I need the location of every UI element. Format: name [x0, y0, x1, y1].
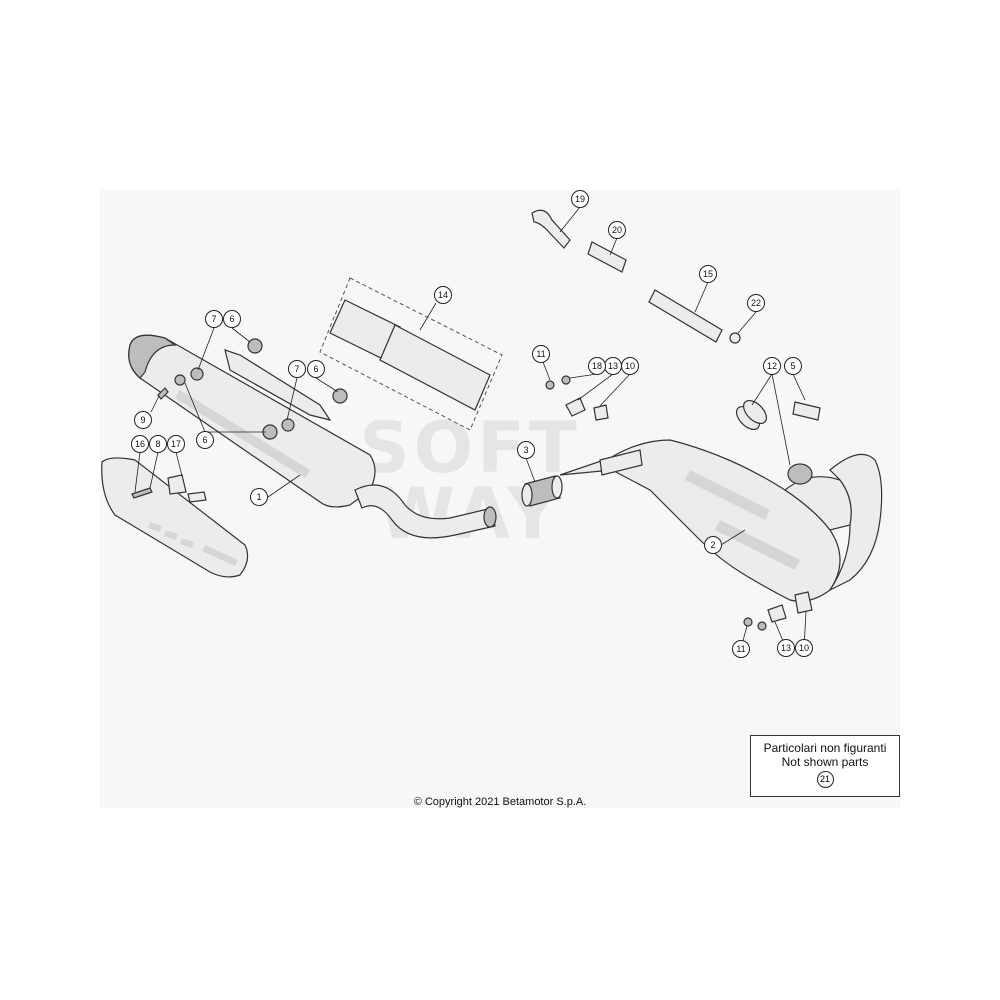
callout-7a: 7 — [205, 310, 223, 328]
svg-text:1: 1 — [256, 492, 261, 502]
callout-9: 9 — [134, 411, 152, 429]
callout-6b: 6 — [307, 360, 325, 378]
callout-13b: 13 — [777, 639, 795, 657]
callout-1: 1 — [250, 488, 268, 506]
svg-text:5: 5 — [790, 361, 795, 371]
o-rings-and-spring — [735, 399, 821, 431]
callout-10a: 10 — [621, 357, 639, 375]
svg-text:8: 8 — [155, 439, 160, 449]
silencer — [128, 334, 376, 508]
legend-callout-number: 21 — [816, 771, 834, 788]
legend-line-english: Not shown parts — [781, 755, 869, 769]
svg-text:15: 15 — [703, 269, 713, 279]
mount-hardware — [131, 338, 787, 631]
callout-7b: 7 — [288, 360, 306, 378]
heat-shield — [101, 457, 249, 578]
copyright-notice: © Copyright 2021 Betamotor S.p.A. — [413, 796, 587, 808]
svg-text:19: 19 — [575, 194, 585, 204]
svg-text:6: 6 — [229, 314, 234, 324]
svg-text:3: 3 — [523, 445, 528, 455]
svg-text:13: 13 — [608, 361, 618, 371]
svg-text:14: 14 — [438, 290, 448, 300]
callout-11a: 11 — [532, 345, 550, 363]
callout-6a: 6 — [223, 310, 241, 328]
svg-text:10: 10 — [625, 361, 635, 371]
callout-2: 2 — [704, 536, 722, 554]
svg-text:6: 6 — [202, 435, 207, 445]
svg-text:7: 7 — [211, 314, 216, 324]
svg-text:18: 18 — [592, 361, 602, 371]
callout-3: 3 — [517, 441, 535, 459]
callout-6c: 6 — [196, 431, 214, 449]
callout-10b: 10 — [795, 639, 813, 657]
svg-text:20: 20 — [612, 225, 622, 235]
svg-text:17: 17 — [171, 439, 181, 449]
callout-19: 19 — [571, 190, 589, 208]
callout-11b: 11 — [732, 640, 750, 658]
callout-22: 22 — [747, 294, 765, 312]
callout-8: 8 — [149, 435, 167, 453]
callout-15: 15 — [699, 265, 717, 283]
svg-text:10: 10 — [799, 643, 809, 653]
callout-20: 20 — [608, 221, 626, 239]
callout-16: 16 — [131, 435, 149, 453]
svg-text:7: 7 — [294, 364, 299, 374]
callout-13a: 13 — [604, 357, 622, 375]
callout-12: 12 — [763, 357, 781, 375]
leader-lines — [134, 206, 807, 649]
expansion-chamber — [559, 439, 883, 614]
breather-parts — [531, 209, 741, 344]
svg-text:16: 16 — [135, 439, 145, 449]
not-shown-parts-legend: Particolari non figuranti Not shown part… — [750, 735, 900, 797]
svg-text:2: 2 — [710, 540, 715, 550]
svg-text:13: 13 — [781, 643, 791, 653]
svg-text:22: 22 — [751, 298, 761, 308]
mid-pipe — [354, 484, 497, 539]
silencer-packing — [319, 277, 503, 431]
callout-18: 18 — [588, 357, 606, 375]
coupler — [521, 475, 563, 507]
legend-line-italian: Particolari non figuranti — [763, 741, 887, 755]
svg-text:11: 11 — [736, 644, 745, 654]
svg-text:9: 9 — [140, 415, 145, 425]
svg-text:11: 11 — [536, 349, 545, 359]
callout-5: 5 — [784, 357, 802, 375]
svg-text:12: 12 — [767, 361, 777, 371]
callout-14: 14 — [434, 286, 452, 304]
svg-text:6: 6 — [313, 364, 318, 374]
callout-17: 17 — [167, 435, 185, 453]
